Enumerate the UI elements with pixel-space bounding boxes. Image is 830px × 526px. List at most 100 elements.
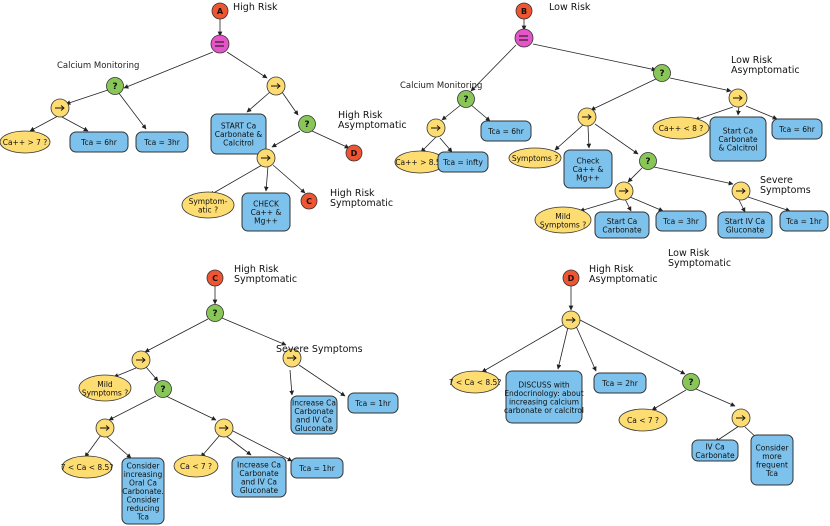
question-node[interactable]: ? (457, 90, 475, 108)
sequence-node[interactable] (214, 418, 234, 438)
tree-b-start[interactable]: B (515, 2, 533, 20)
diagram-label: Severe Symptoms (276, 344, 363, 355)
action-node[interactable]: Tca = 3hr (135, 131, 189, 153)
action-node[interactable]: Tca = 6hr (771, 118, 823, 140)
action-label-line: START Ca (221, 122, 256, 131)
diagram-label-line: High Risk (234, 264, 279, 275)
sequence-node[interactable] (131, 350, 151, 370)
question-node[interactable]: ? (106, 77, 124, 95)
action-box (691, 439, 739, 462)
condition-node[interactable]: Ca++ < 8 ? (652, 116, 710, 140)
tree-a-ref-c[interactable]: C (300, 192, 318, 210)
action-label-line: Carbonate (602, 225, 642, 234)
sequence-node[interactable] (561, 310, 581, 330)
condition-node[interactable]: Symptom-atic ? (181, 191, 235, 219)
connector-arrow (651, 389, 687, 411)
condition-label-line: Symptoms ? (82, 388, 128, 397)
tree-d-start[interactable]: D (562, 269, 580, 287)
question-node[interactable]: ? (653, 64, 671, 82)
action-node[interactable]: Tca = 2hr (593, 372, 647, 394)
parallel-node[interactable] (514, 28, 534, 48)
connector-arrow (263, 165, 269, 192)
sequence-node[interactable] (728, 88, 748, 108)
action-box (210, 113, 267, 155)
question-node[interactable]: ? (298, 115, 316, 133)
sequence-node[interactable] (577, 107, 597, 127)
sequence-arrow-icon (219, 425, 229, 431)
tree-c-start[interactable]: C (206, 269, 224, 287)
action-label-line: Tca = 1hr (298, 464, 336, 473)
connector-arrow (629, 196, 664, 212)
action-node[interactable]: Tca = 6hr (480, 120, 532, 142)
action-node[interactable]: Tca = 3hr (655, 210, 707, 232)
sequence-node[interactable] (266, 76, 286, 96)
parallel-node[interactable] (210, 34, 230, 54)
connector-arrow (232, 430, 293, 462)
sequence-arrow-icon (566, 317, 576, 323)
action-label-line: Carbonate (718, 135, 758, 144)
question-node[interactable]: ? (154, 380, 172, 398)
condition-label-line: Mild (97, 380, 113, 389)
action-box (480, 120, 532, 142)
question-node[interactable]: ? (682, 373, 700, 391)
action-label: Tca = 2hr (601, 379, 639, 388)
diagram-label-line: Symptomatic (668, 258, 731, 269)
question-mark: ? (659, 69, 664, 79)
condition-node[interactable]: 7 < Ca < 8.5? (449, 370, 502, 394)
sequence-node[interactable] (426, 118, 446, 138)
condition-ellipse (534, 206, 592, 234)
sequence-node[interactable] (731, 408, 751, 428)
action-label-line: Tca (765, 469, 778, 478)
sequence-node[interactable] (614, 181, 634, 201)
diagram-label-line: Severe (760, 175, 793, 186)
action-node[interactable]: Tca = 1hr (290, 457, 344, 479)
condition-label: Symptom-atic ? (189, 197, 228, 215)
connector-arrow (695, 388, 736, 407)
tree-a-ref-d[interactable]: D (345, 144, 363, 162)
sequence-node[interactable] (95, 418, 115, 438)
condition-label-line: Ca < 7 ? (180, 462, 212, 471)
condition-node[interactable]: 7 < Ca < 8.5? (61, 455, 114, 479)
question-node[interactable]: ? (639, 152, 657, 170)
action-label-line: Start Ca (607, 217, 638, 226)
action-label-line: Calcitrol (223, 139, 254, 148)
tree-a-start[interactable]: A (211, 2, 229, 20)
diagram-label-line: Low Risk (731, 55, 773, 66)
condition-node[interactable]: Ca < 7 ? (618, 408, 668, 432)
diagram-label-line: Low Risk (668, 248, 710, 259)
action-node[interactable]: Tca = 1hr (347, 392, 399, 414)
condition-node[interactable]: Ca++ > 7 ? (0, 130, 51, 154)
question-node[interactable]: ? (206, 304, 224, 322)
action-node[interactable]: Tca = 1hr (779, 210, 829, 232)
condition-node[interactable]: Ca < 7 ? (173, 454, 219, 478)
diagram-label-line: High Risk (233, 2, 278, 13)
sequence-node[interactable] (256, 148, 276, 168)
condition-node[interactable]: Symptoms ? (508, 147, 562, 169)
sequence-node[interactable] (731, 181, 751, 201)
tree-c-start-circle (206, 269, 224, 287)
condition-label-line: 7 < Ca < 8.5? (61, 463, 114, 472)
action-node[interactable]: Tca = 6hr (69, 131, 129, 153)
diagram-label: High Risk (233, 2, 278, 13)
action-node[interactable]: Tca = infty (437, 151, 489, 173)
sequence-node[interactable] (282, 348, 302, 368)
tree-a-ref-c-letter: C (306, 197, 312, 206)
sequence-node[interactable] (50, 98, 70, 118)
